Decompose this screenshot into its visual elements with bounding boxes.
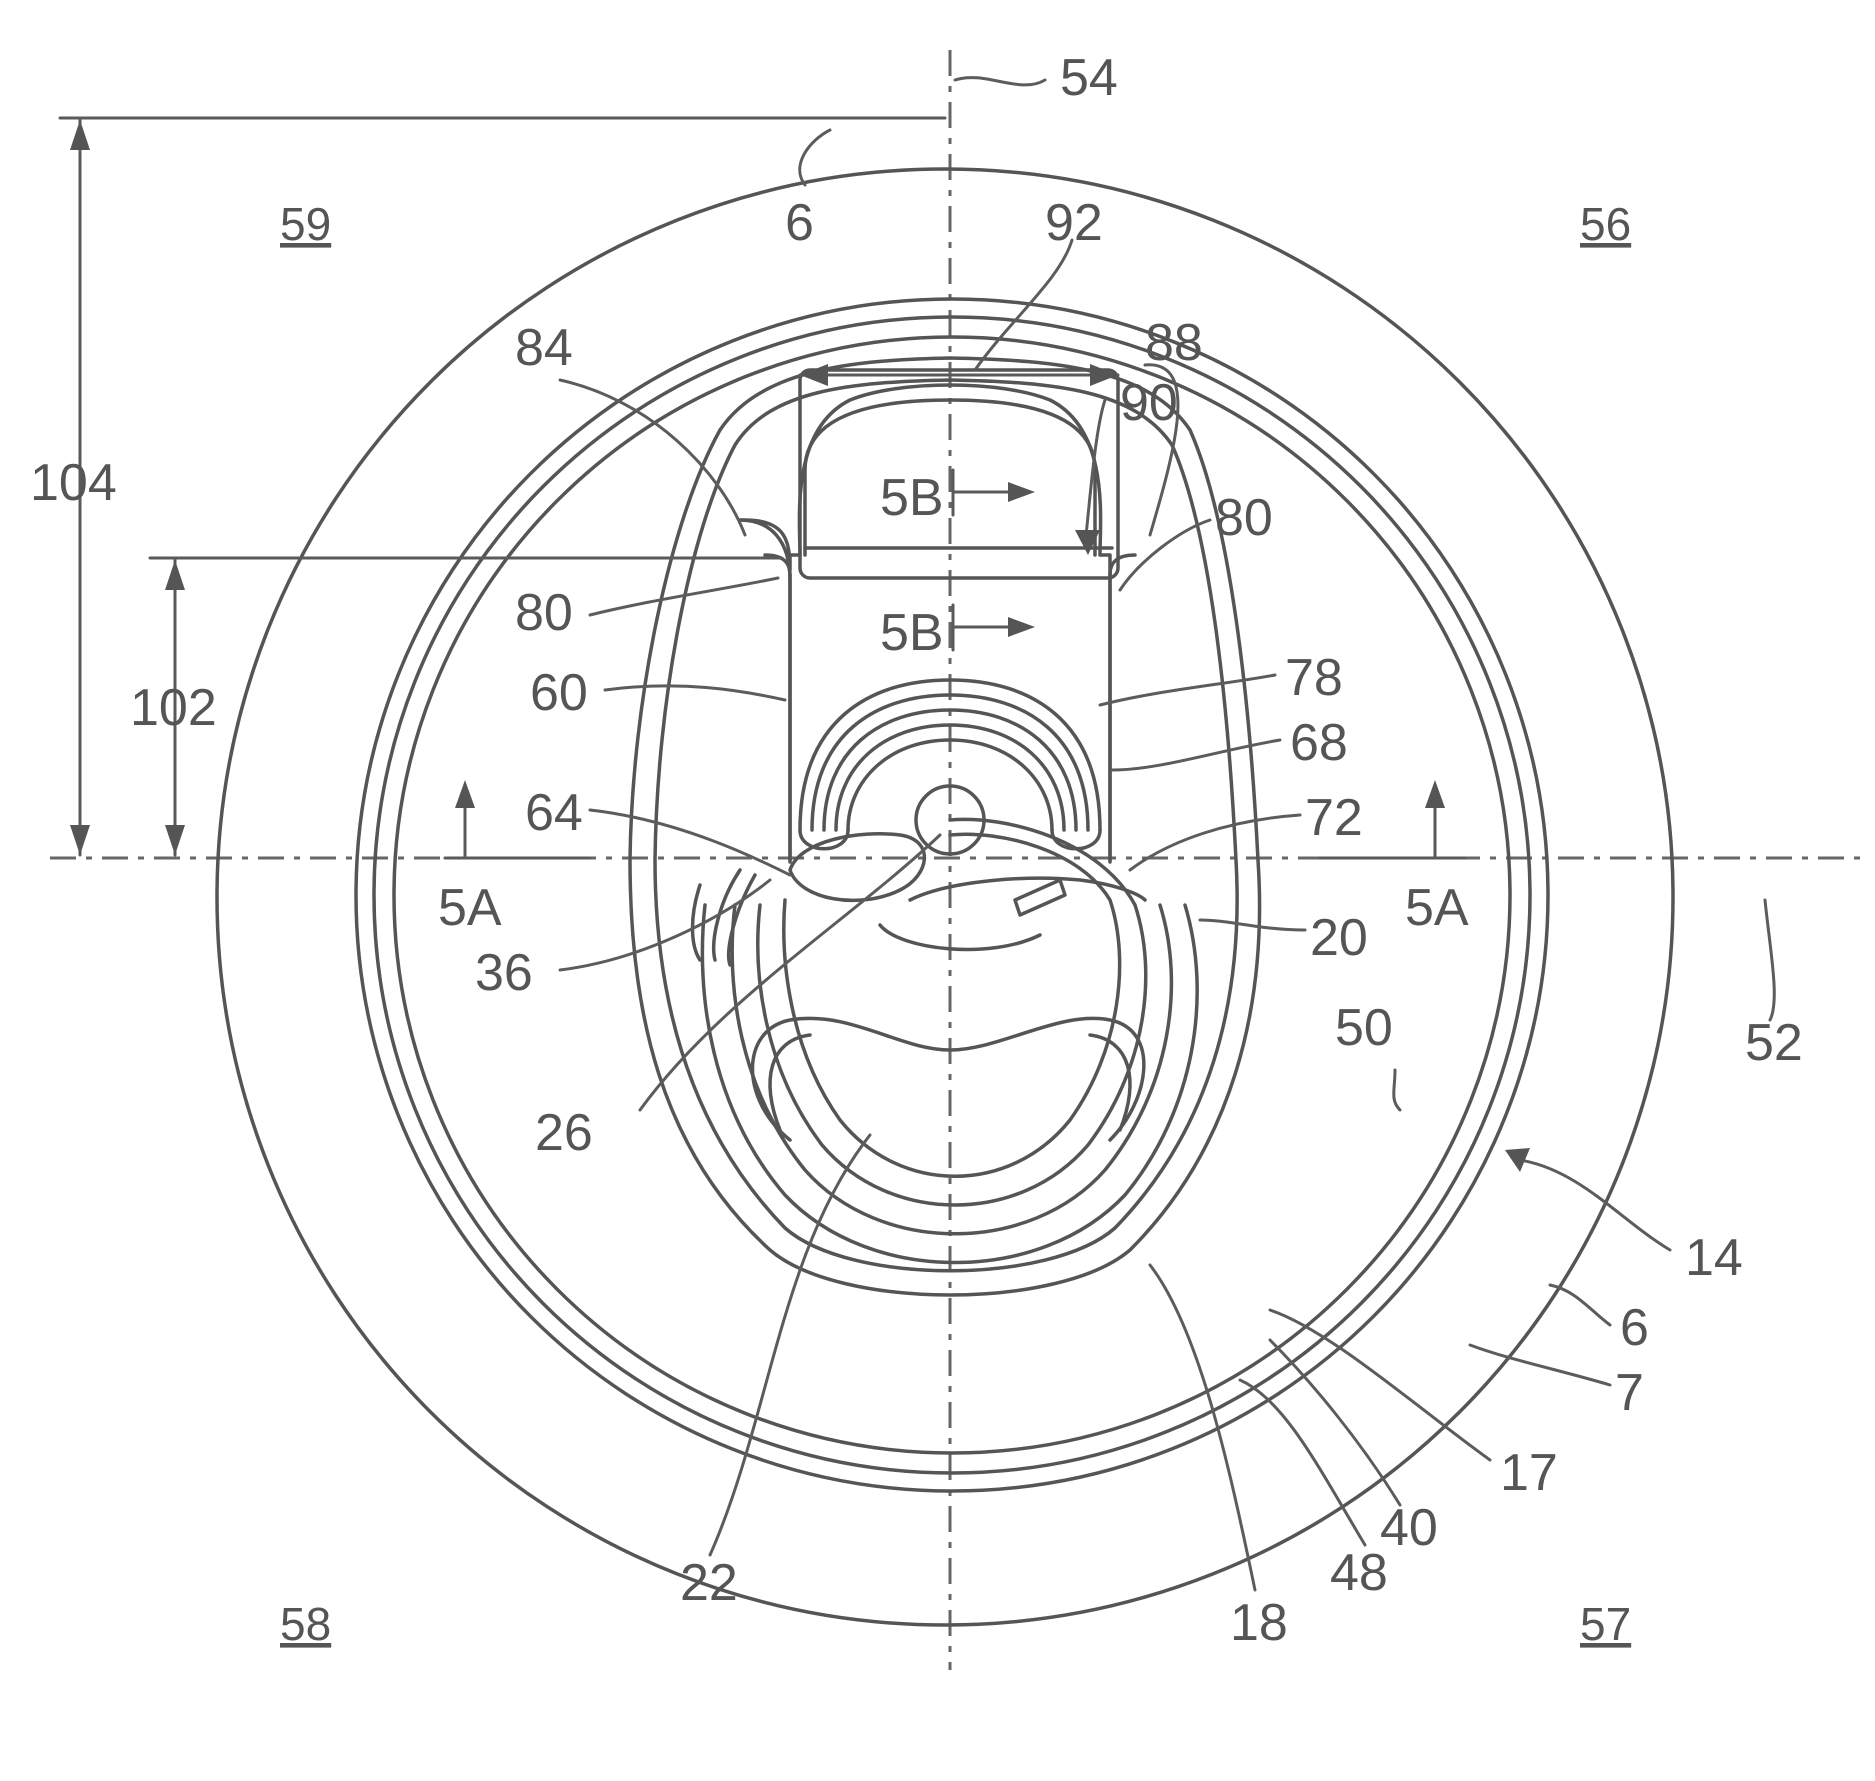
label-22: 22 xyxy=(680,1554,738,1612)
label-68: 68 xyxy=(1290,714,1348,772)
leader-60 xyxy=(605,686,785,700)
label-50: 50 xyxy=(1335,999,1393,1057)
label-36: 36 xyxy=(475,944,533,1002)
label-18: 18 xyxy=(1230,1594,1288,1652)
label-80-left: 80 xyxy=(515,584,573,642)
label-72: 72 xyxy=(1305,789,1363,847)
label-60: 60 xyxy=(530,664,588,722)
dim-102-arrow-top xyxy=(165,560,185,590)
leader-6-top xyxy=(800,130,830,185)
label-64: 64 xyxy=(525,784,583,842)
leader-64 xyxy=(590,810,790,875)
panel-outline-outer xyxy=(630,358,1260,1295)
dim-92-arrow-right xyxy=(1090,364,1118,386)
label-54: 54 xyxy=(1060,49,1118,107)
section-5b-upper-arrow xyxy=(1008,482,1035,502)
leader-17 xyxy=(1270,1310,1490,1460)
label-40: 40 xyxy=(1380,1499,1438,1557)
label-102: 102 xyxy=(130,679,217,737)
leader-50 xyxy=(1394,1070,1400,1110)
label-80-right: 80 xyxy=(1215,489,1273,547)
label-5b-upper: 5B xyxy=(880,469,944,527)
dim-102-arrow-bottom xyxy=(165,825,185,855)
score-ring-2 xyxy=(758,819,1146,1205)
label-78: 78 xyxy=(1285,649,1343,707)
leader-52 xyxy=(1765,900,1774,1020)
leader-54 xyxy=(955,78,1045,85)
label-5a-right: 5A xyxy=(1405,879,1469,937)
label-88: 88 xyxy=(1145,314,1203,372)
leader-80-left xyxy=(590,578,778,615)
dim-104-arrow-bottom xyxy=(70,825,90,855)
label-92: 92 xyxy=(1045,194,1103,252)
label-104: 104 xyxy=(30,454,117,512)
section-5a-right-arrow xyxy=(1425,780,1445,808)
label-6-top: 6 xyxy=(785,194,814,252)
quadrant-59: 59 xyxy=(280,198,331,250)
tab-shoulder-right xyxy=(1110,555,1135,575)
label-26: 26 xyxy=(535,1104,593,1162)
quadrant-56: 56 xyxy=(1580,198,1631,250)
label-17: 17 xyxy=(1500,1444,1558,1502)
label-52: 52 xyxy=(1745,1014,1803,1072)
label-90: 90 xyxy=(1120,374,1178,432)
dim-92-arrow-left xyxy=(800,364,828,386)
score-inner-arc xyxy=(880,925,1040,949)
leader-68 xyxy=(1112,740,1280,770)
label-48: 48 xyxy=(1330,1544,1388,1602)
section-5a-left-arrow xyxy=(455,780,475,808)
label-84: 84 xyxy=(515,319,573,377)
label-6-bottom: 6 xyxy=(1620,1299,1649,1357)
quadrant-57: 57 xyxy=(1580,1598,1631,1650)
leader-14 xyxy=(1520,1160,1670,1250)
dim-104-arrow-top xyxy=(70,120,90,150)
section-5b-lower-arrow xyxy=(1008,617,1035,637)
label-20: 20 xyxy=(1310,909,1368,967)
leader-84 xyxy=(560,380,745,535)
label-7: 7 xyxy=(1615,1364,1644,1422)
leader-20 xyxy=(1200,920,1305,930)
tear-panel-curve-left xyxy=(753,1018,951,1140)
leader-18 xyxy=(1150,1265,1255,1590)
leader-72 xyxy=(1130,815,1300,870)
tear-panel-curve-right xyxy=(950,1018,1144,1140)
quadrant-58: 58 xyxy=(280,1598,331,1650)
leader-78 xyxy=(1100,675,1275,705)
label-14: 14 xyxy=(1685,1229,1743,1287)
panel-outline-inner xyxy=(655,380,1237,1271)
vent-mark xyxy=(1015,880,1065,915)
label-5a-left: 5A xyxy=(438,879,502,937)
label-5b-lower: 5B xyxy=(880,604,944,662)
leader-36 xyxy=(560,880,770,970)
